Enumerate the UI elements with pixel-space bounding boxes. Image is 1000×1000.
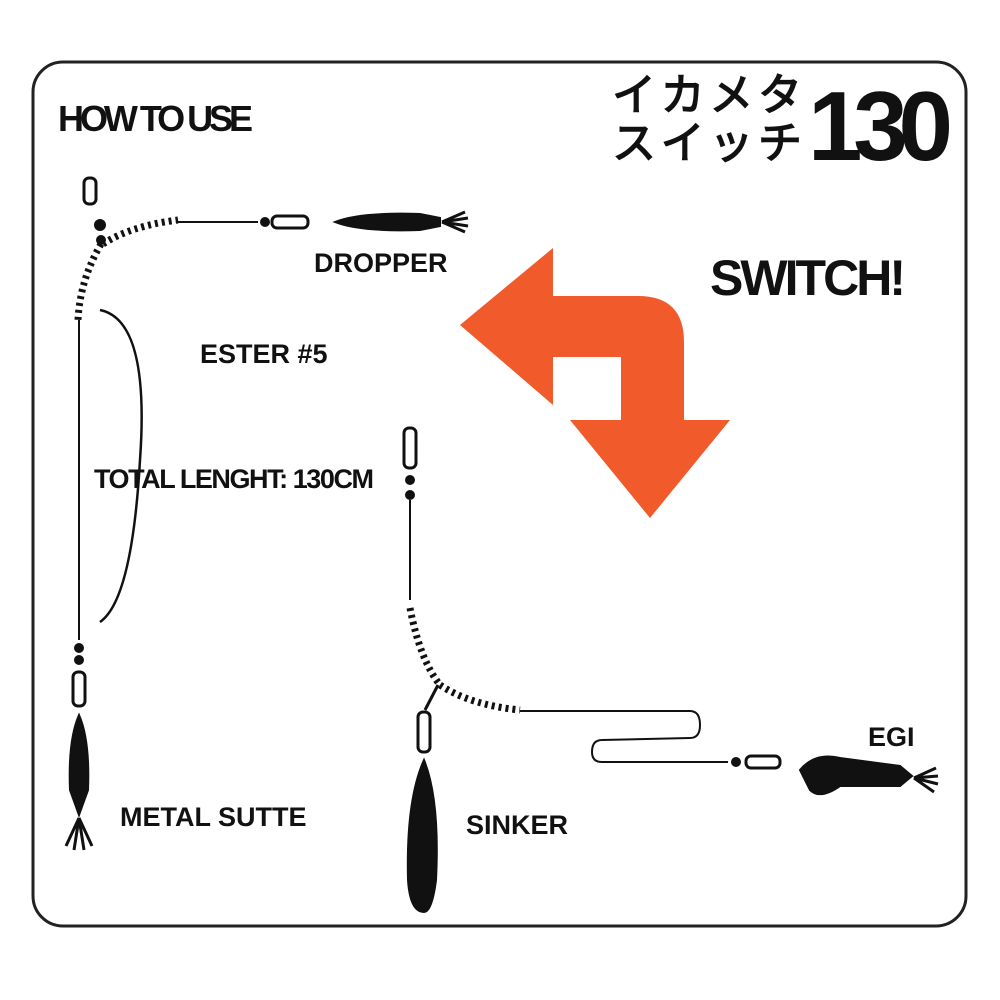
metal-sutte-icon [68, 712, 90, 818]
switch-label: SWITCH! [710, 250, 906, 306]
snap-icon [416, 710, 432, 754]
label-total-length: TOTAL LENGHT: 130CM [94, 464, 374, 494]
snap-icon [402, 426, 418, 470]
sinker-icon [406, 757, 438, 914]
label-metal-sutte: METAL SUTTE [120, 802, 307, 832]
snap-icon [82, 176, 98, 206]
egi-icon [798, 755, 914, 796]
label-ester: ESTER #5 [200, 339, 328, 369]
length-bracket [99, 308, 143, 624]
snap-icon [71, 670, 87, 708]
label-egi: EGI [868, 722, 915, 752]
dropper-rig [64, 176, 469, 851]
coil-icon [101, 216, 179, 247]
label-dropper: DROPPER [314, 248, 448, 278]
heading: HOW TO USE [58, 98, 253, 139]
coil-icon [406, 607, 443, 688]
title-line2: スイッチ [612, 119, 802, 168]
label-sinker: SINKER [466, 810, 568, 840]
egi-rig [402, 426, 939, 914]
switch-arrow-icon [460, 248, 730, 518]
title-line1: イカメタ [612, 71, 802, 120]
frame-border [31, 60, 968, 928]
dropper-lure-icon [332, 212, 441, 232]
title-number: 130 [808, 71, 953, 181]
